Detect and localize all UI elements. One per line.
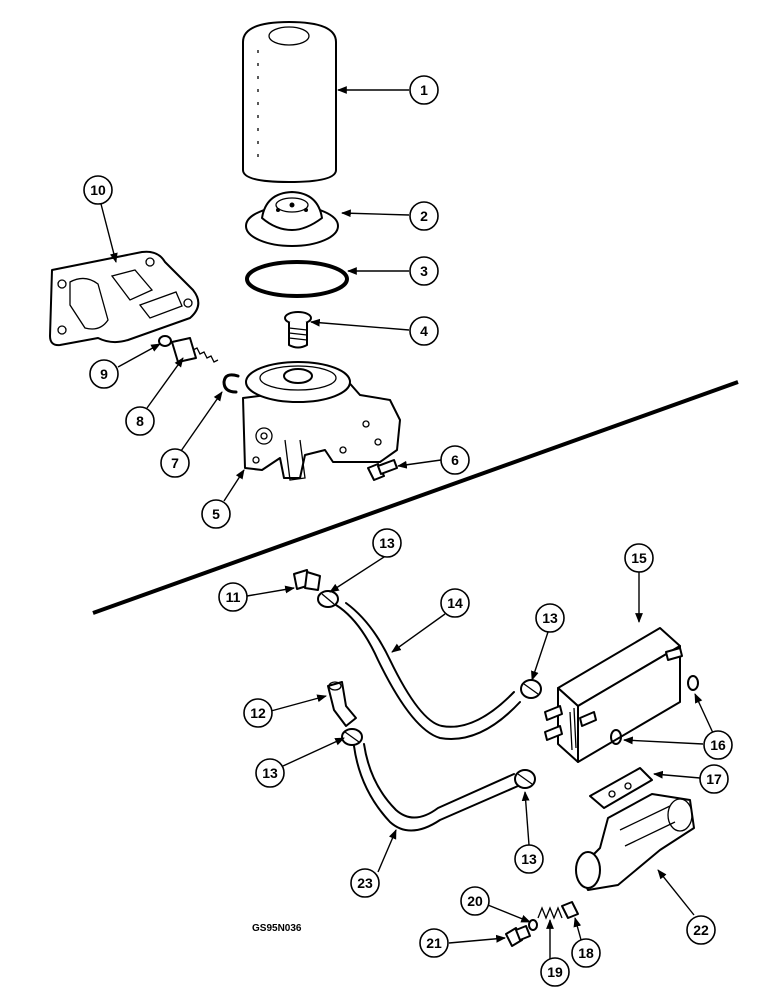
callout-17: 17 <box>699 764 729 794</box>
callout-3: 3 <box>409 256 439 286</box>
svg-text:20: 20 <box>467 893 483 909</box>
svg-text:18: 18 <box>578 945 594 961</box>
callout-14: 14 <box>440 588 470 618</box>
callout-8: 8 <box>125 406 155 436</box>
part-plug <box>561 901 579 919</box>
part-filter-adapter <box>245 191 339 247</box>
callout-13-right-lower: 13 <box>514 844 544 874</box>
callout-18: 18 <box>571 938 601 968</box>
part-filter-element <box>242 21 337 183</box>
part-hose-lower <box>353 743 519 832</box>
part-spring <box>537 906 563 920</box>
part-snap-ring <box>222 373 240 394</box>
callout-19: 19 <box>540 957 570 987</box>
part-drain-bolt <box>505 925 531 947</box>
svg-text:23: 23 <box>357 875 373 891</box>
callout-13-upper: 13 <box>372 528 402 558</box>
part-cooler-housing <box>575 793 695 891</box>
svg-text:7: 7 <box>171 455 179 471</box>
svg-text:13: 13 <box>262 765 278 781</box>
part-snap-ring-small <box>158 335 172 347</box>
part-elbow-fitting <box>327 681 357 727</box>
svg-text:4: 4 <box>420 323 428 339</box>
part-hose-upper <box>335 602 521 740</box>
callout-22: 22 <box>686 915 716 945</box>
svg-text:2: 2 <box>420 208 428 224</box>
svg-text:19: 19 <box>547 964 563 980</box>
callout-10: 10 <box>83 175 113 205</box>
svg-text:10: 10 <box>90 182 106 198</box>
part-hose-clamp-upper <box>317 590 339 608</box>
svg-text:21: 21 <box>426 935 442 951</box>
part-washer <box>528 919 538 931</box>
svg-text:8: 8 <box>136 413 144 429</box>
part-o-ring <box>245 260 349 298</box>
callout-16: 16 <box>703 730 733 760</box>
svg-text:22: 22 <box>693 922 709 938</box>
part-oil-cooler <box>544 627 683 763</box>
part-cooler-gasket <box>589 767 653 809</box>
callout-12: 12 <box>243 698 273 728</box>
section-divider-line <box>92 380 739 615</box>
part-hose-clamp-right-upper <box>520 679 542 699</box>
callout-15: 15 <box>624 543 654 573</box>
svg-text:13: 13 <box>542 610 558 626</box>
part-fitting <box>293 569 321 591</box>
part-hose-clamp-right-lower <box>514 769 536 789</box>
callout-20: 20 <box>460 886 490 916</box>
callout-5: 5 <box>201 499 231 529</box>
part-hose-clamp-left-lower <box>341 728 363 746</box>
svg-text:14: 14 <box>447 595 463 611</box>
part-o-ring-cooler-upper <box>687 675 699 691</box>
part-threaded-nipple <box>284 311 312 349</box>
callout-13-right-upper: 13 <box>535 603 565 633</box>
part-bolt <box>367 459 398 481</box>
svg-text:11: 11 <box>226 589 241 605</box>
svg-text:1: 1 <box>420 82 428 98</box>
part-gasket <box>49 250 200 347</box>
svg-text:13: 13 <box>379 535 395 551</box>
callout-1: 1 <box>409 75 439 105</box>
callout-11: 11 <box>218 582 248 612</box>
svg-text:17: 17 <box>706 771 722 787</box>
svg-text:3: 3 <box>420 263 428 279</box>
svg-text:5: 5 <box>212 506 220 522</box>
leader-lines <box>100 86 714 967</box>
callout-13-left-lower: 13 <box>255 758 285 788</box>
svg-text:16: 16 <box>710 737 726 753</box>
svg-text:6: 6 <box>451 452 459 468</box>
svg-text:12: 12 <box>250 705 266 721</box>
callout-2: 2 <box>409 201 439 231</box>
part-o-ring-cooler-lower <box>610 729 622 745</box>
callout-7: 7 <box>160 448 190 478</box>
reference-code: GS95N036 <box>252 923 302 934</box>
part-filter-head <box>242 361 401 481</box>
part-relief-valve <box>171 337 219 363</box>
svg-text:9: 9 <box>100 366 108 382</box>
callout-23: 23 <box>350 868 380 898</box>
svg-text:13: 13 <box>521 851 537 867</box>
callout-21: 21 <box>419 928 449 958</box>
callout-6: 6 <box>440 445 470 475</box>
callout-9: 9 <box>89 359 119 389</box>
svg-text:15: 15 <box>631 550 647 566</box>
callout-4: 4 <box>409 316 439 346</box>
